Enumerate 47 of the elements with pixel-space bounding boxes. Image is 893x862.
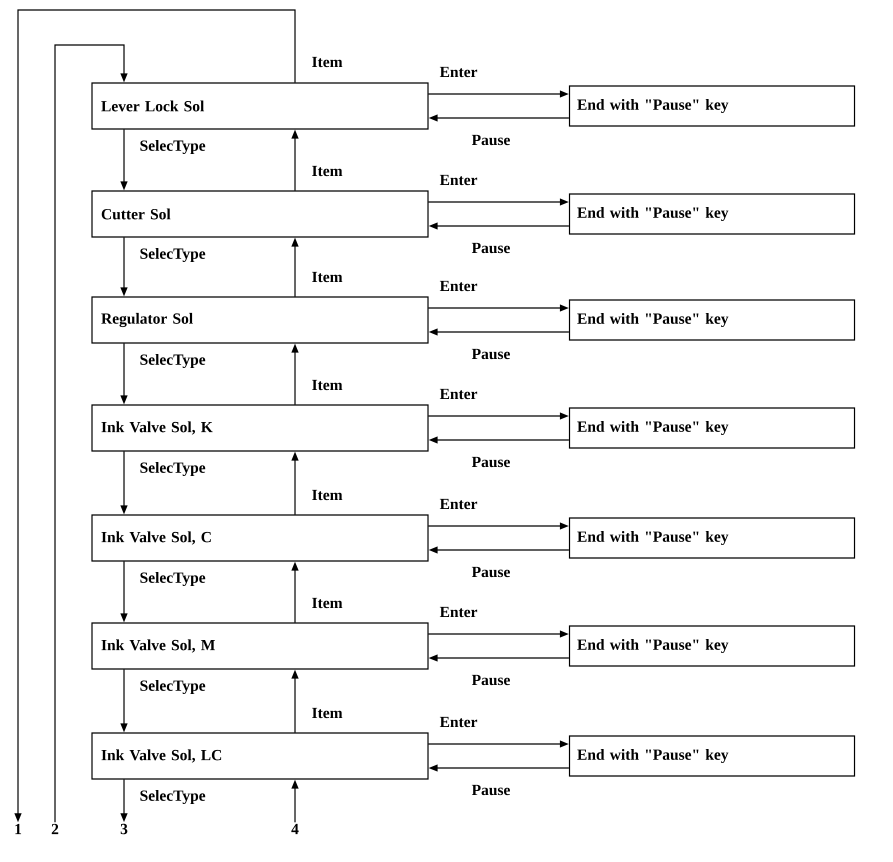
end-box: End with "Pause" key [568, 193, 856, 235]
edge-label: SelecType [138, 246, 207, 264]
edge-label: Enter [438, 280, 478, 292]
connector-number: 1 [15, 824, 22, 834]
state-box: Ink Valve Sol, K [91, 404, 429, 452]
end-box: End with "Pause" key [568, 735, 856, 777]
edge-label: Enter [438, 388, 478, 400]
edge-label: SelecType [138, 460, 207, 478]
edge-label: Item [310, 164, 344, 178]
edge-label: Pause [470, 348, 512, 360]
state-box: Ink Valve Sol, M [91, 622, 429, 670]
end-box: End with "Pause" key [568, 517, 856, 559]
edge-label: Item [310, 706, 344, 720]
edge-label: SelecType [138, 138, 207, 156]
state-box: Ink Valve Sol, C [91, 514, 429, 562]
edge-label: Pause [470, 566, 512, 578]
edge-label: Enter [438, 174, 478, 186]
edge-label: SelecType [138, 678, 207, 696]
edge-label: Enter [438, 66, 478, 78]
edge-label: SelecType [138, 788, 207, 806]
connector-number: 4 [291, 824, 299, 834]
state-box: Cutter Sol [91, 190, 429, 238]
edge-label: Enter [438, 716, 478, 728]
edge-label: Item [310, 596, 344, 610]
end-box: End with "Pause" key [568, 299, 856, 341]
state-box: Regulator Sol [91, 296, 429, 344]
edge-label: Item [310, 270, 344, 284]
edge-label: Pause [470, 242, 512, 254]
edge-label: Item [310, 488, 344, 502]
arrow [54, 44, 128, 822]
edge-label: Enter [438, 498, 478, 510]
connector-number: 2 [52, 824, 58, 834]
state-box: Lever Lock Sol [91, 82, 429, 130]
edge-label: SelecType [138, 352, 207, 370]
edge-label: Item [310, 56, 344, 68]
edge-label: Enter [438, 606, 478, 618]
end-box: End with "Pause" key [568, 625, 856, 667]
state-box: Ink Valve Sol, LC [91, 732, 429, 780]
edge-label: Pause [470, 456, 512, 468]
edge-label: Item [310, 378, 344, 392]
edge-label: Pause [470, 674, 512, 686]
connector-number: 3 [120, 824, 128, 834]
edge-label: Pause [470, 784, 512, 796]
edge-label: Pause [470, 134, 512, 146]
end-box: End with "Pause" key [568, 407, 856, 449]
end-box: End with "Pause" key [568, 85, 856, 127]
edge-label: SelecType [138, 570, 207, 588]
